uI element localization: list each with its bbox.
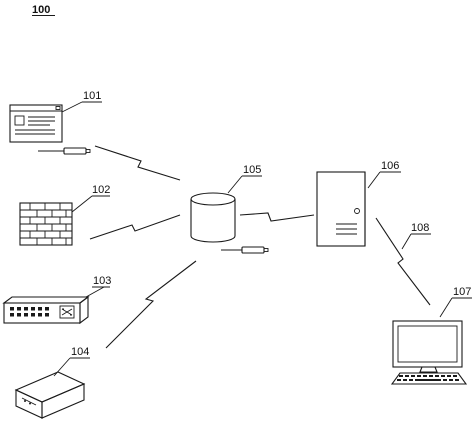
node-label-107: 107 [453,286,471,298]
label-leader-104 [53,357,71,377]
database-cylinder-icon [190,192,236,243]
firewall-brick-wall-icon [19,202,73,246]
server-tower-icon [316,171,366,247]
wireless-link-101-105 [94,145,181,181]
router-box-icon [14,371,86,419]
label-leader-105 [227,175,243,194]
cable-connector-icon [38,147,91,155]
wireless-link-104-105 [105,260,197,349]
label-leader-102 [71,195,93,213]
node-label-105: 105 [243,164,261,176]
browser-window-icon [9,104,63,143]
label-leader-106 [367,171,381,189]
link-label-108: 108 [411,222,429,234]
label-leader-108 [401,233,412,250]
label-leader-101 [61,101,83,113]
desktop-computer-icon [390,320,468,385]
wireless-link-105-106 [239,212,315,222]
node-label-106: 106 [381,160,399,172]
node-label-103: 103 [93,275,111,287]
label-leader-103 [85,286,105,298]
cable-connector-icon [221,246,269,254]
wireless-link-106-107 [375,217,431,306]
network-switch-icon [2,295,90,325]
node-label-104: 104 [71,346,89,358]
wireless-link-102-105 [89,214,181,240]
figure-number: 100 [32,4,50,16]
label-leader-107 [439,297,453,318]
node-label-102: 102 [92,184,110,196]
node-label-101: 101 [83,90,101,102]
